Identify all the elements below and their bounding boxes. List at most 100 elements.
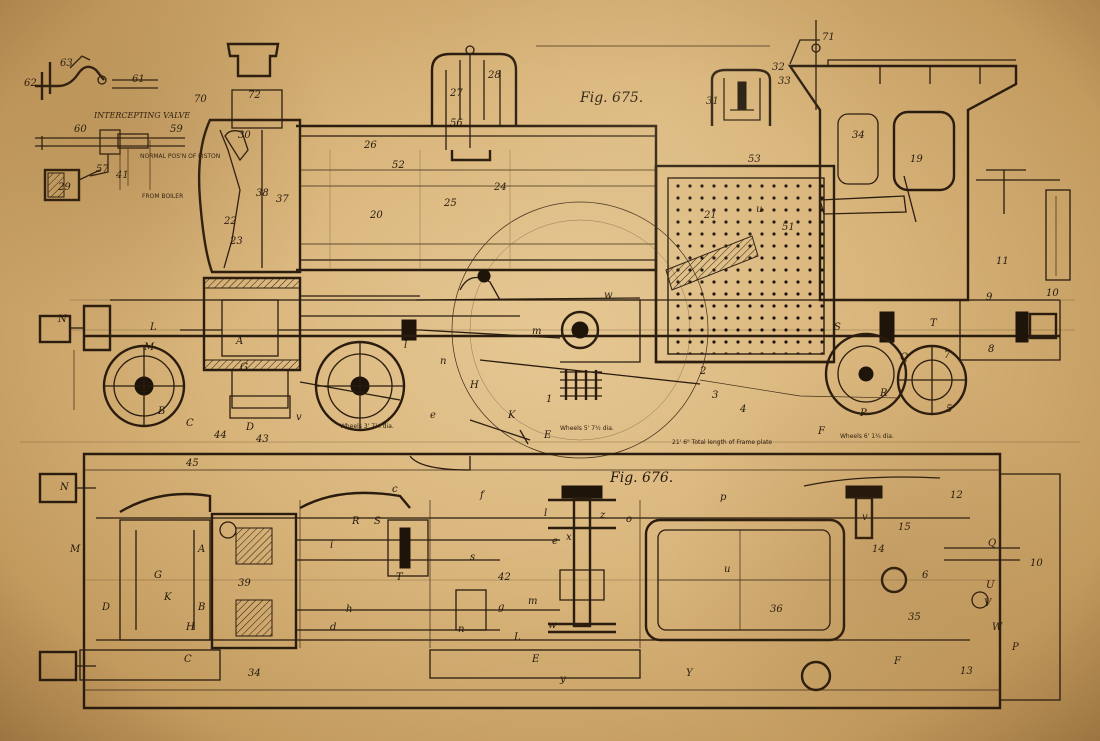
svg-text:32: 32 bbox=[772, 62, 785, 73]
plan-view-callouts: 36 42 35 34 39 6 12 13 15 14 10 C E N M … bbox=[59, 482, 1043, 685]
svg-text:34: 34 bbox=[852, 130, 865, 141]
svg-text:l: l bbox=[544, 508, 547, 519]
rear-buffer bbox=[1028, 312, 1058, 340]
svg-text:5: 5 bbox=[946, 404, 952, 415]
svg-text:45: 45 bbox=[185, 458, 199, 469]
svg-text:60: 60 bbox=[74, 124, 87, 135]
svg-text:61: 61 bbox=[132, 74, 145, 85]
svg-text:33: 33 bbox=[778, 76, 791, 87]
svg-text:8: 8 bbox=[988, 344, 994, 355]
svg-text:P: P bbox=[859, 408, 867, 419]
svg-text:T: T bbox=[930, 318, 938, 329]
figure-675-title: Fig. 675. bbox=[579, 90, 643, 106]
boiler bbox=[296, 124, 658, 272]
dim-wheels-left: Wheels 3' 7¼ dia. bbox=[340, 423, 394, 430]
svg-text:42: 42 bbox=[497, 572, 511, 583]
svg-text:R: R bbox=[879, 388, 888, 399]
driving-axle-top bbox=[561, 485, 603, 499]
svg-text:T: T bbox=[396, 572, 404, 583]
svg-text:53: 53 bbox=[748, 154, 761, 165]
side-elevation-figure bbox=[20, 20, 1080, 459]
svg-text:1: 1 bbox=[546, 394, 552, 405]
plan-view-figure bbox=[38, 452, 1061, 710]
svg-text:70: 70 bbox=[194, 94, 207, 105]
svg-text:9: 9 bbox=[986, 292, 993, 303]
svg-text:26: 26 bbox=[363, 140, 377, 151]
svg-text:Y: Y bbox=[686, 668, 694, 679]
svg-text:x: x bbox=[566, 532, 572, 543]
svg-text:v: v bbox=[862, 512, 868, 523]
svg-text:G: G bbox=[240, 362, 248, 373]
svg-text:14: 14 bbox=[872, 544, 885, 555]
svg-text:c: c bbox=[392, 484, 398, 495]
figure-676-title: Fig. 676. bbox=[609, 470, 673, 486]
svg-text:N: N bbox=[57, 314, 68, 325]
svg-text:N: N bbox=[59, 482, 70, 493]
svg-text:63: 63 bbox=[60, 58, 73, 69]
springs bbox=[229, 370, 602, 419]
svg-text:D: D bbox=[101, 602, 110, 613]
svg-text:31: 31 bbox=[706, 96, 719, 107]
svg-text:E: E bbox=[531, 654, 540, 665]
svg-text:g: g bbox=[498, 602, 504, 613]
plan-outline bbox=[82, 452, 1002, 710]
inset-normal-pos-note: NORMAL POS'N OF PISTON bbox=[140, 153, 220, 160]
dim-frame-length: 21' 6" Total length of Frame plate bbox=[672, 439, 772, 446]
cab-window-front bbox=[837, 113, 879, 185]
leading-wheel bbox=[102, 344, 186, 428]
svg-text:56: 56 bbox=[450, 118, 463, 129]
svg-text:20: 20 bbox=[369, 210, 383, 221]
svg-text:M: M bbox=[143, 342, 155, 353]
svg-text:v: v bbox=[296, 412, 302, 423]
trailing-axle-top bbox=[845, 485, 883, 499]
svg-text:L: L bbox=[149, 322, 157, 333]
svg-text:59: 59 bbox=[170, 124, 183, 135]
safety-valve-casing bbox=[710, 68, 772, 126]
svg-text:W: W bbox=[992, 622, 1003, 633]
svg-text:D: D bbox=[245, 422, 254, 433]
svg-text:24: 24 bbox=[493, 182, 507, 193]
svg-text:7: 7 bbox=[944, 350, 951, 361]
intercepting-valve-inset bbox=[35, 55, 185, 202]
svg-text:A: A bbox=[197, 544, 205, 555]
svg-text:e: e bbox=[430, 410, 436, 421]
svg-text:E: E bbox=[543, 430, 552, 441]
svg-text:i: i bbox=[330, 540, 333, 551]
svg-text:p: p bbox=[720, 492, 727, 503]
svg-text:H: H bbox=[185, 622, 195, 633]
rear-wheel bbox=[896, 344, 968, 416]
cab-window-rear bbox=[892, 110, 956, 192]
inset-title: INTERCEPTING VALVE bbox=[93, 111, 190, 120]
plan-buffer-top bbox=[38, 472, 78, 504]
svg-text:62: 62 bbox=[24, 78, 37, 89]
svg-text:H: H bbox=[469, 380, 479, 391]
svg-text:w: w bbox=[604, 290, 613, 301]
svg-text:39: 39 bbox=[238, 578, 251, 589]
smokebox bbox=[197, 118, 302, 274]
svg-text:27: 27 bbox=[449, 88, 463, 99]
svg-text:34: 34 bbox=[248, 668, 261, 679]
svg-text:41: 41 bbox=[115, 170, 129, 181]
svg-text:15: 15 bbox=[898, 522, 911, 533]
svg-text:6: 6 bbox=[922, 570, 929, 581]
svg-text:B: B bbox=[157, 406, 165, 417]
svg-text:52: 52 bbox=[392, 160, 405, 171]
svg-text:M: M bbox=[69, 544, 81, 555]
dim-wheels-right: Wheels 6' 1¼ dia. bbox=[840, 433, 894, 440]
front-driving-wheel bbox=[314, 340, 406, 432]
main-driving-wheel bbox=[451, 201, 709, 459]
svg-text:13: 13 bbox=[960, 666, 973, 677]
chimney bbox=[226, 42, 280, 78]
front-buffer bbox=[38, 314, 72, 344]
svg-text:s: s bbox=[470, 552, 475, 563]
cab bbox=[787, 64, 1018, 302]
firebox-plan bbox=[644, 518, 846, 642]
svg-text:K: K bbox=[163, 592, 172, 603]
svg-text:f: f bbox=[479, 490, 486, 501]
svg-text:S: S bbox=[374, 516, 381, 527]
svg-text:e: e bbox=[552, 536, 558, 547]
firebox-deflector bbox=[665, 235, 759, 291]
svg-text:44: 44 bbox=[213, 430, 227, 441]
svg-text:P: P bbox=[1011, 642, 1019, 653]
